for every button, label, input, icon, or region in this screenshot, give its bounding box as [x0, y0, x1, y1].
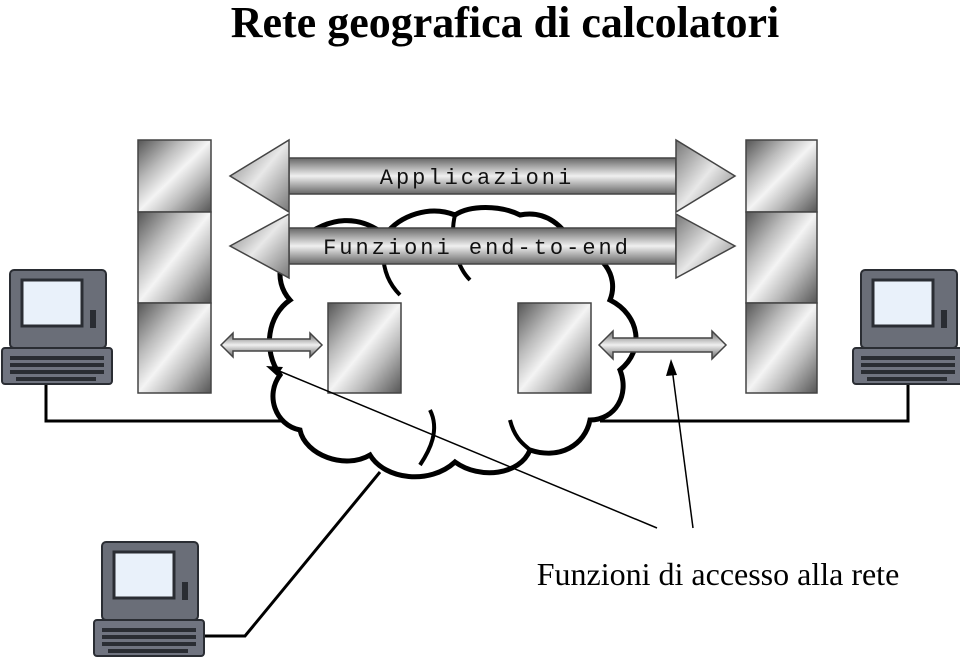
network-cloud-icon [266, 205, 639, 480]
applicazioni-arrow: Applicazioni [228, 138, 737, 214]
access-functions-label: Funzioni di accesso alla rete [537, 556, 900, 592]
computer-terminal-icon [92, 540, 206, 658]
applicazioni-label: Applicazioni [380, 166, 574, 191]
left-protocol-stack [137, 139, 212, 394]
end-to-end-arrow: Funzioni end-to-end [228, 212, 737, 280]
end-to-end-label: Funzioni end-to-end [323, 236, 631, 261]
pointer-head-right [666, 359, 677, 376]
router-right [517, 302, 592, 394]
pointer-head-left [266, 366, 283, 376]
computer-terminal-icon [0, 268, 114, 386]
access-arrow-right [597, 329, 728, 361]
computer-terminal-icon [851, 268, 960, 386]
access-arrow-left [219, 331, 324, 359]
right-protocol-stack [745, 139, 818, 394]
router-left [327, 302, 402, 394]
network-links [44, 385, 910, 638]
page-title: Rete geografica di calcolatori [230, 0, 780, 47]
annotation-pointers [271, 367, 694, 529]
